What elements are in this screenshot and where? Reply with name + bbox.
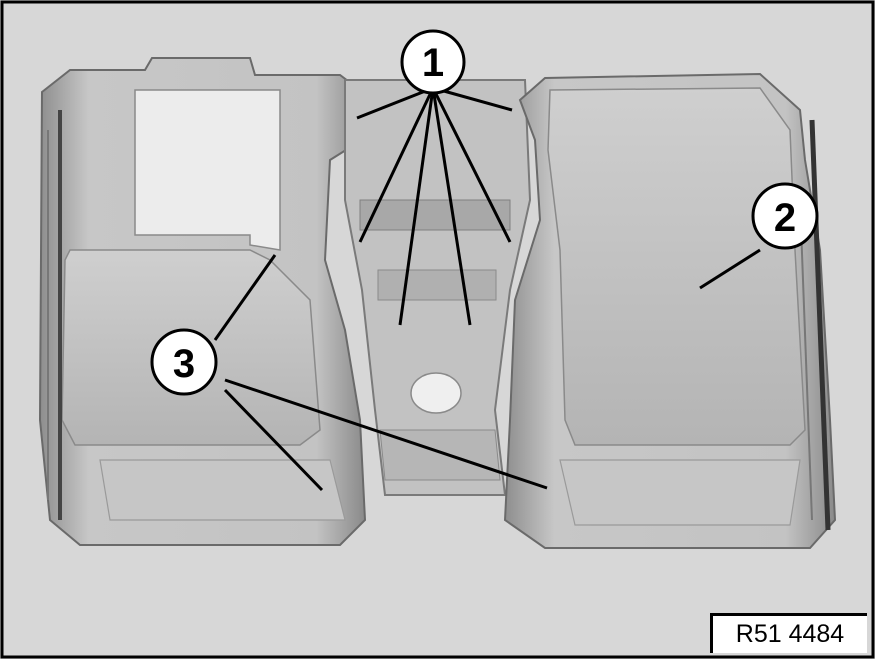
left-tray [38,57,367,546]
callout-2: 2 [699,182,819,290]
callout-2-label: 2 [774,196,796,240]
callout-3-label: 3 [173,342,195,386]
callout-1-label: 1 [422,41,444,85]
figure-code: R51 4484 [710,613,867,653]
callout-3: 3 [150,254,548,492]
callout-1: 1 [356,29,513,326]
right-tray [503,72,837,549]
center-bridge [344,79,532,496]
